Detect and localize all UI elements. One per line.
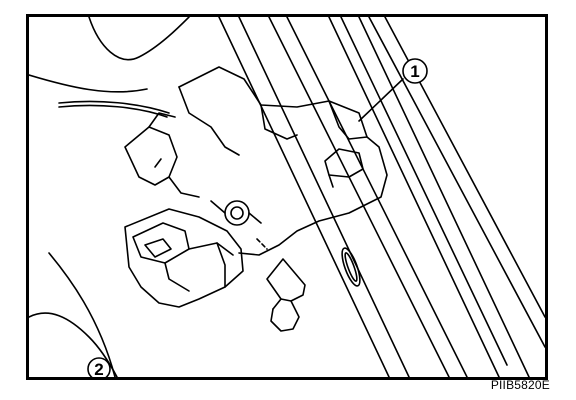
illustration-frame: 1 2 <box>26 14 548 380</box>
figure-reference-code: PIIB5820E <box>490 378 550 392</box>
trim-contour <box>29 17 190 377</box>
wire-harness <box>58 100 170 118</box>
lower-bolt <box>256 238 306 332</box>
callout-2-label: 2 <box>94 360 103 377</box>
trunk-lock-illustration: 1 2 <box>29 17 545 377</box>
callout-leader-line <box>358 78 404 122</box>
upper-bolt <box>210 200 262 226</box>
lock-actuator <box>124 208 244 308</box>
body-panel-lines <box>218 17 545 377</box>
latch-arm <box>124 112 200 198</box>
callout-1: 1 <box>402 58 428 84</box>
panel-hole <box>341 247 361 287</box>
lock-bracket <box>178 66 388 256</box>
callout-2-partial: 2 <box>87 357 111 377</box>
callout-1-label: 1 <box>410 62 419 81</box>
